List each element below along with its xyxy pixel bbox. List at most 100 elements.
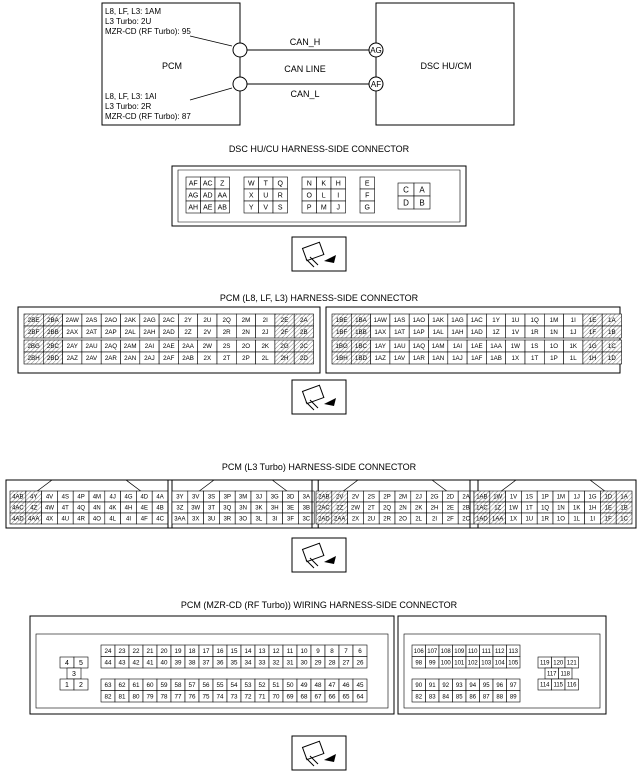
- terminal-cell: 93: [452, 678, 467, 691]
- terminal-cell: 4Y: [25, 490, 42, 503]
- terminal-cell: AD: [200, 188, 216, 202]
- terminal-label: R: [278, 193, 283, 200]
- terminal-cell: 2AA: [178, 339, 198, 353]
- terminal-label: 1BB: [355, 329, 367, 336]
- terminal-cell: 106: [411, 644, 426, 657]
- terminal-cell: 1V: [505, 490, 522, 503]
- terminal-label: 1BH: [336, 355, 348, 362]
- terminal-label: 3A: [303, 495, 310, 501]
- terminal-label: 72: [244, 694, 252, 701]
- terminal-label: 2H: [281, 355, 289, 362]
- terminal-label: 42: [132, 660, 140, 667]
- terminal-cell: 2AL: [120, 325, 141, 339]
- terminal-cell: 121: [564, 656, 579, 669]
- terminal-label: 1M: [557, 495, 565, 501]
- can-block-diagram: PCM DSC HU/CM L8, LF, L3: 1AM L3 Turbo: …: [101, 2, 515, 126]
- terminal-label: AC: [203, 181, 213, 188]
- terminal-label: 112: [495, 649, 505, 655]
- terminal-label: 2Z: [336, 506, 343, 512]
- terminal-cell: 1BB: [350, 325, 371, 339]
- terminal-label: 10: [300, 648, 308, 655]
- terminal-label: 29: [314, 660, 322, 667]
- terminal-cell: 37: [198, 656, 214, 669]
- terminal-label: 33: [258, 660, 266, 667]
- terminal-cell: 3L: [250, 512, 268, 525]
- pcm-note-bot-2: L3 Turbo: 2R: [105, 102, 151, 111]
- terminal-cell: 2AQ: [100, 339, 121, 353]
- terminal-cell: 1AK: [428, 313, 449, 327]
- terminal-cell: 28: [324, 656, 340, 669]
- terminal-cell: 2M: [236, 313, 256, 327]
- terminal-label: 1: [65, 682, 69, 689]
- terminal-label: 2: [79, 682, 83, 689]
- terminal-cell: 1BH: [331, 351, 352, 365]
- terminal-label: 4AA: [28, 517, 39, 523]
- terminal-label: 2S: [368, 495, 375, 501]
- terminal-cell: 43: [114, 656, 130, 669]
- terminal-cell: 4X: [41, 512, 58, 525]
- terminal-label: Q: [278, 181, 284, 188]
- terminal-cell: 2U: [363, 512, 380, 525]
- terminal-label: 62: [118, 682, 126, 689]
- terminal-cell: 2I: [426, 512, 443, 525]
- terminal-label: 54: [230, 682, 238, 689]
- terminal-cell: 84: [438, 690, 453, 703]
- terminal-cell: 2AO: [100, 313, 121, 327]
- terminal-label: 2J: [262, 329, 269, 336]
- terminal-label: 4: [65, 660, 69, 667]
- terminal-cell: 1Q: [536, 501, 554, 514]
- terminal-cell: 4AA: [25, 512, 42, 525]
- terminal-cell: 2AB: [315, 490, 333, 503]
- terminal-cell: 115: [551, 678, 566, 691]
- terminal-label: 2S: [223, 343, 231, 350]
- terminal-cell: 27: [338, 656, 354, 669]
- terminal-label: 70: [272, 694, 280, 701]
- terminal-cell: 82: [411, 690, 426, 703]
- terminal-cell: 2AK: [120, 313, 141, 327]
- pcm-l3t-title: PCM (L3 Turbo) HARNESS-SIDE CONNECTOR: [222, 462, 417, 472]
- leader-top: [189, 35, 233, 47]
- terminal-label: 2BB: [47, 329, 59, 336]
- can-line-label: CAN LINE: [284, 64, 326, 74]
- terminal-cell: 2V: [197, 325, 218, 339]
- terminal-label: 4Z: [30, 506, 37, 512]
- terminal-label: P: [307, 205, 312, 212]
- terminal-cell: 4G: [120, 490, 137, 503]
- terminal-cell: F: [359, 188, 375, 202]
- terminal-cell: O: [301, 188, 317, 202]
- terminal-cell: 109: [452, 644, 467, 657]
- terminal-cell: 1U: [521, 512, 538, 525]
- terminal-label: 1BG: [335, 343, 348, 350]
- terminal-cell: K: [316, 176, 332, 190]
- terminal-label: 90: [415, 683, 422, 689]
- terminal-cell: 5: [73, 656, 89, 669]
- terminal-cell: 1AN: [428, 351, 449, 365]
- terminal-cell: 1AA: [489, 512, 506, 525]
- terminal-label: 30: [300, 660, 308, 667]
- terminal-cell: 75: [198, 690, 214, 703]
- terminal-cell: 2P: [378, 490, 396, 503]
- terminal-cell: 3O: [234, 512, 252, 525]
- terminal-label: 2AU: [86, 343, 98, 350]
- terminal-cell: 1AC: [466, 313, 487, 327]
- terminal-cell: 9: [310, 644, 326, 657]
- terminal-cell: 4R: [72, 512, 90, 525]
- terminal-cell: 2C: [293, 339, 314, 353]
- terminal-cell: S: [272, 200, 288, 214]
- terminal-cell: 1AJ: [447, 351, 468, 365]
- terminal-label: 2BD: [47, 355, 60, 362]
- terminal-cell: 61: [128, 678, 144, 691]
- terminal-cell: 3X: [187, 512, 204, 525]
- terminal-label: 2P: [383, 495, 390, 501]
- terminal-label: 1G: [588, 343, 596, 350]
- pcm-mzr-title: PCM (MZR-CD (RF Turbo)) WIRING HARNESS-S…: [181, 600, 458, 610]
- terminal-label: 4L: [109, 517, 116, 523]
- terminal-cell: 1AI: [447, 339, 468, 353]
- terminal-cell: 1W: [489, 490, 506, 503]
- terminal-cell: 4AD: [9, 512, 27, 525]
- terminal-label: B: [419, 198, 424, 207]
- terminal-label: 2AH: [143, 329, 155, 336]
- terminal-cell: 18: [184, 644, 200, 657]
- terminal-label: 1Q: [531, 317, 539, 324]
- terminal-label: 1AC: [476, 506, 488, 512]
